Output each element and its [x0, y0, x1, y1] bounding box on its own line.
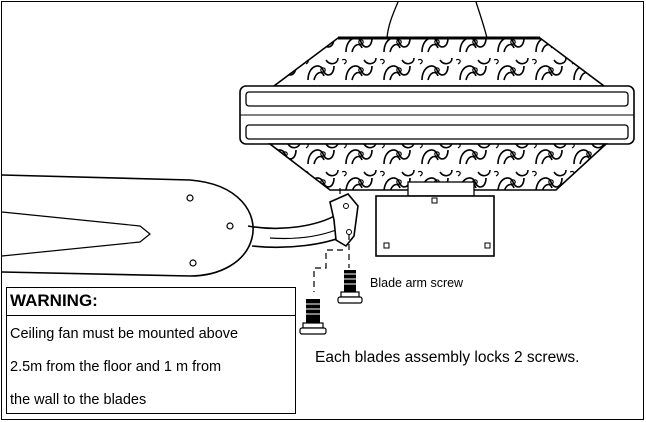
warning-box: WARNING: Ceiling fan must be mounted abo…: [6, 287, 296, 414]
warning-line: the wall to the blades: [10, 392, 147, 408]
warning-title: WARNING:: [10, 291, 98, 310]
downrod: [386, 1, 488, 39]
switch-housing-icon: [375, 195, 495, 257]
screw-guide-lines: [313, 188, 350, 292]
fan-motor-housing-icon: [239, 36, 635, 197]
warning-line: Ceiling fan must be mounted above: [10, 326, 239, 342]
warning-divider: [7, 315, 295, 316]
blade-arm-icon: [247, 193, 359, 249]
blade-arm-screw-label: Blade arm screw: [370, 276, 464, 290]
fan-blade-icon: [1, 174, 254, 277]
instruction-text: Each blades assembly locks 2 screws.: [315, 349, 580, 366]
screw-icon: [337, 270, 363, 304]
screw-icon: [299, 299, 327, 335]
warning-line: 2.5m from the floor and 1 m from: [10, 359, 222, 375]
